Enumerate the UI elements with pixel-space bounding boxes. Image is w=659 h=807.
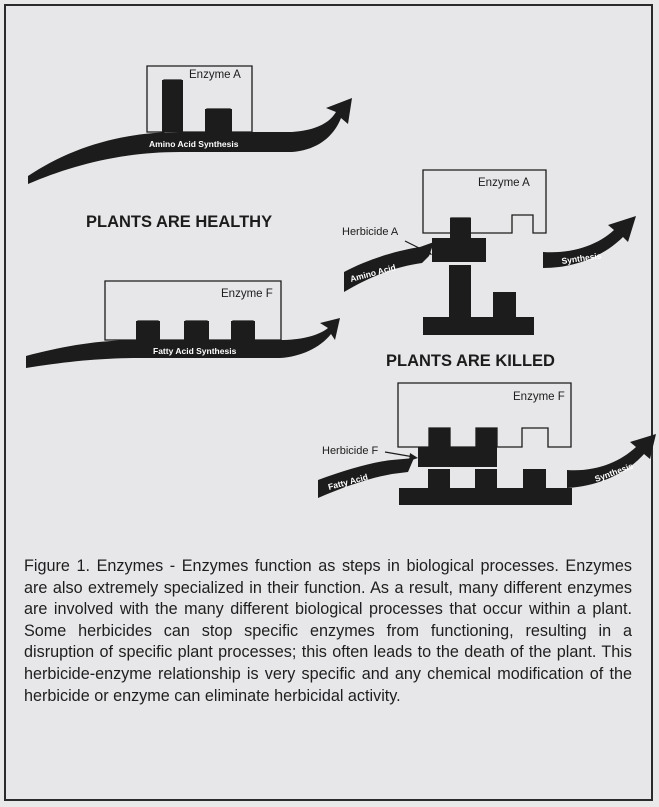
enzyme-a-tooth-tall [162, 80, 183, 132]
plants-healthy-heading: PLANTS ARE HEALTHY [86, 213, 272, 231]
herbicide-f-block [418, 428, 497, 467]
fatty-acid-backbone [399, 469, 572, 505]
enzyme-a-tooth-short [205, 109, 232, 132]
healthy-enzyme-f-group: Enzyme F Fatty Acid Synthesis [26, 281, 340, 368]
killed-enzyme-a-group: Enzyme A Herbicide A Amino Acid Synthesi… [342, 170, 636, 335]
fatty-acid-synthesis-arrow [26, 318, 340, 368]
fatty-acid-synthesis-label: Fatty Acid Synthesis [153, 346, 237, 356]
enzyme-f-tooth-3 [231, 321, 255, 340]
amino-acid-synthesis-label: Amino Acid Synthesis [149, 139, 239, 149]
enzyme-a-label: Enzyme A [189, 69, 241, 81]
herbicide-f-label: Herbicide F [322, 445, 379, 457]
herbicide-a-block [432, 218, 486, 262]
figure-caption: Figure 1. Enzymes - Enzymes function as … [24, 556, 632, 707]
enzyme-f-blocked-label: Enzyme F [513, 391, 565, 403]
enzyme-f-tooth-1 [136, 321, 160, 340]
herbicide-a-label: Herbicide A [342, 226, 399, 238]
enzyme-f-label: Enzyme F [221, 288, 273, 300]
killed-enzyme-f-group: Enzyme F Herbicide F Fatty Acid Synthesi… [318, 383, 656, 505]
amino-acid-backbone [423, 265, 534, 335]
plants-killed-heading: PLANTS ARE KILLED [386, 352, 555, 370]
healthy-enzyme-a-group: Enzyme A Amino Acid Synthesis [28, 66, 352, 184]
enzyme-f-tooth-2 [184, 321, 209, 340]
synthesis-f-output-arrow [567, 434, 656, 488]
enzyme-a-blocked-label: Enzyme A [478, 177, 530, 189]
